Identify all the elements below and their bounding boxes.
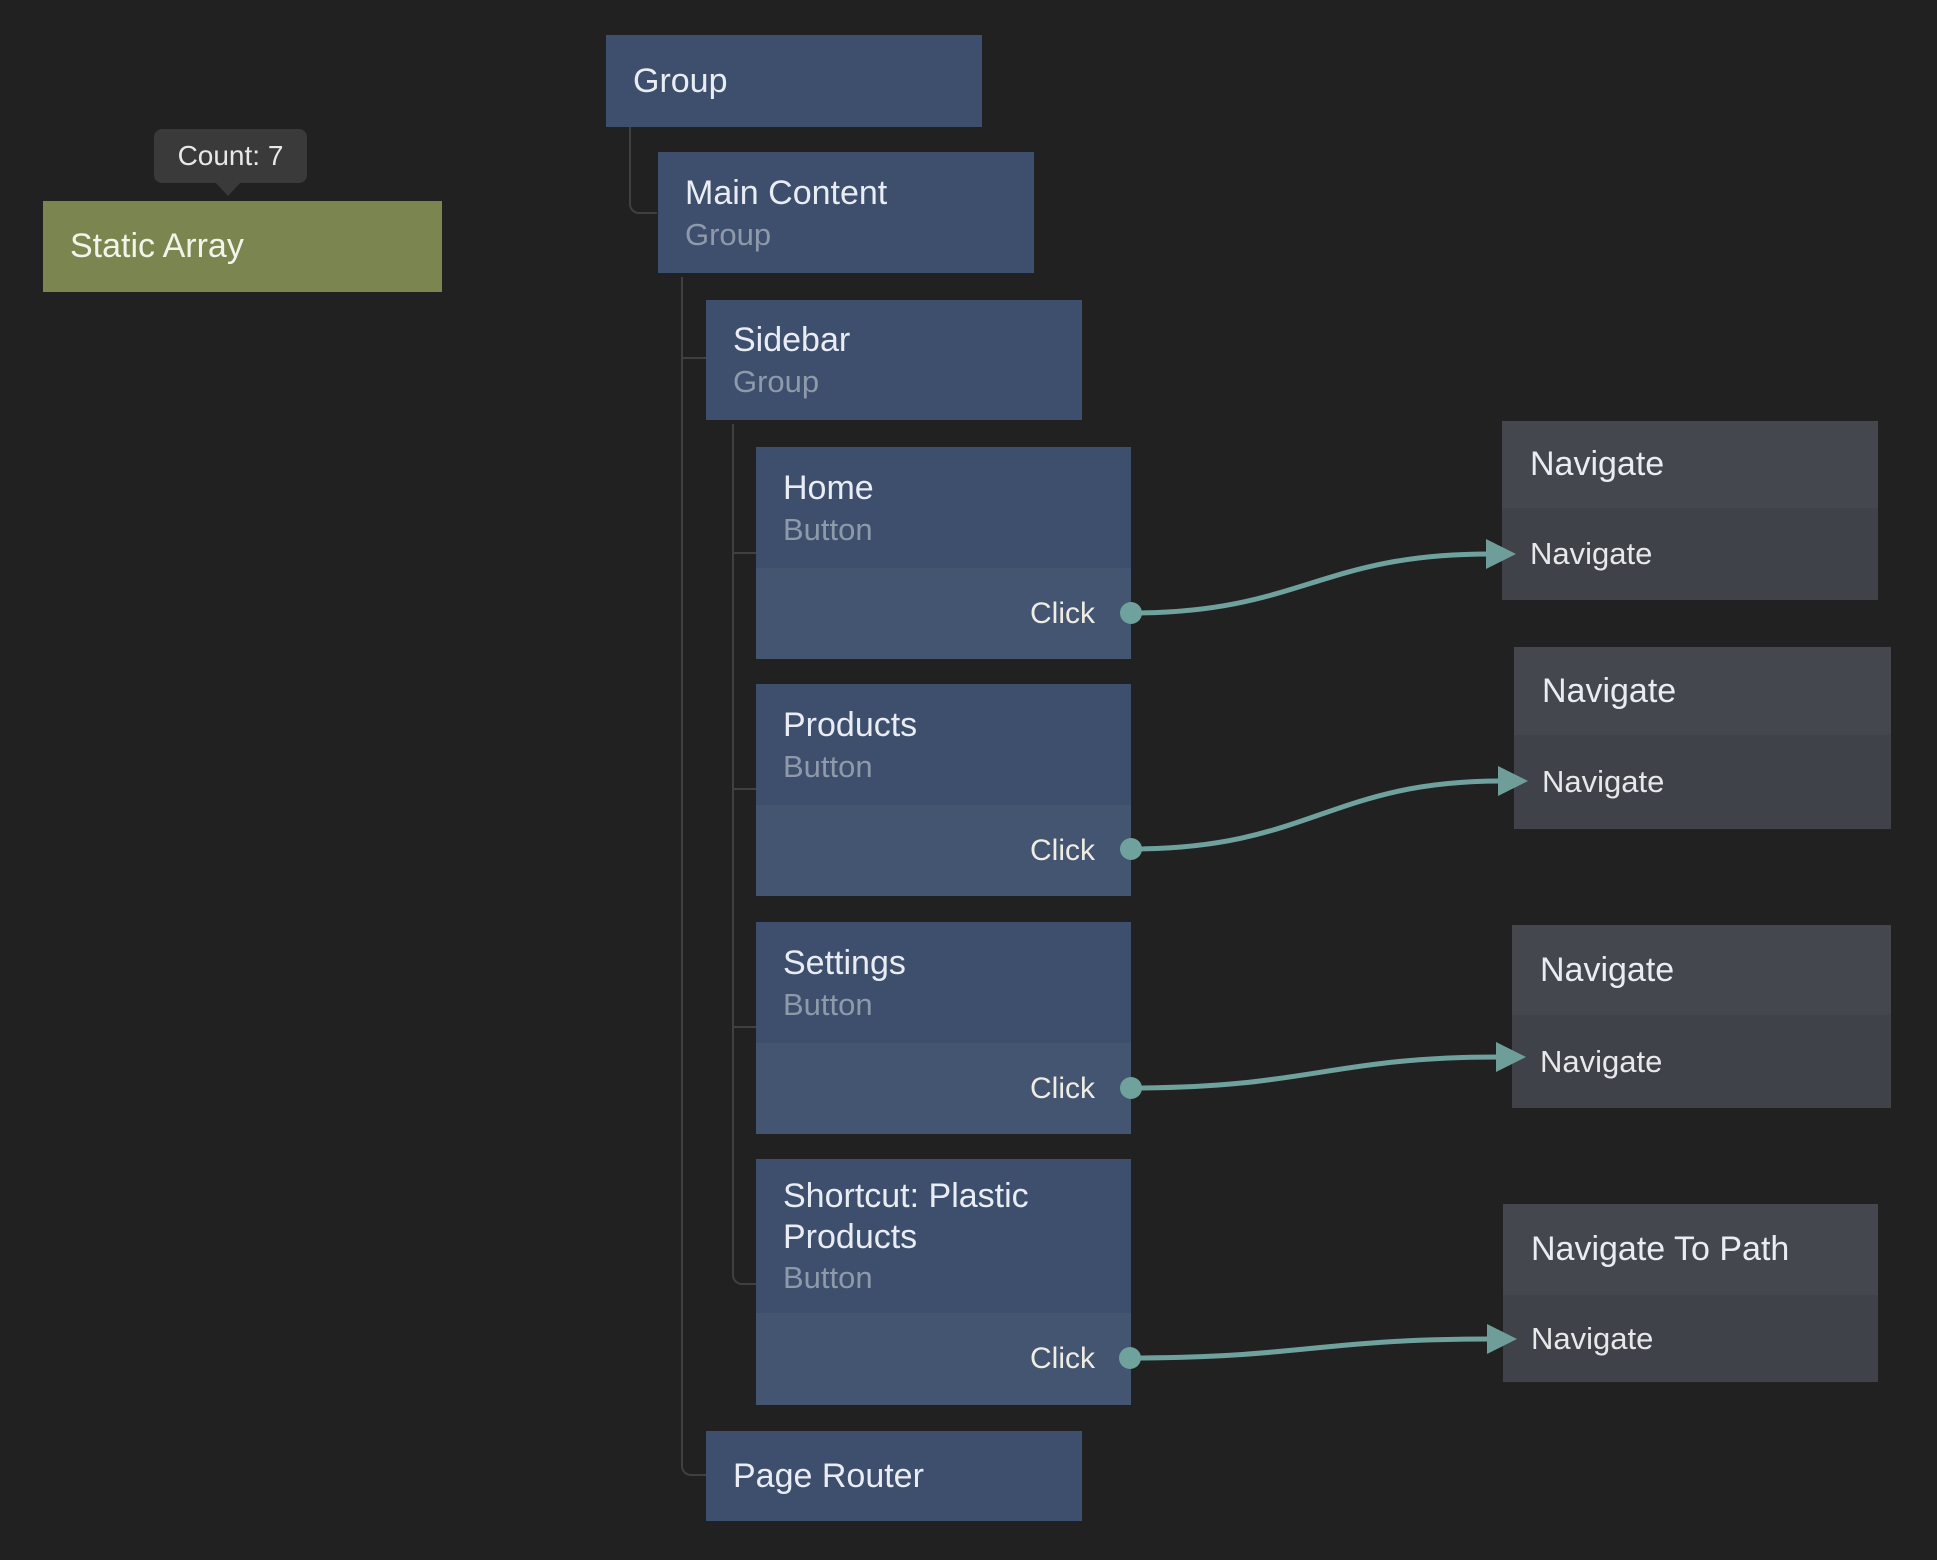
count-tooltip: Count: 7	[154, 129, 307, 183]
tree-line-sidebar-children	[732, 424, 760, 1285]
node-title: Home	[783, 468, 874, 507]
node-type-label: Button	[783, 748, 873, 784]
output-port-click-label: Click	[1030, 596, 1095, 630]
node-title: Settings	[783, 943, 906, 982]
tree-line-main-content-children	[681, 277, 709, 1476]
output-port-click-label: Click	[1030, 833, 1095, 867]
node-type-label: Group	[685, 216, 772, 252]
connection-wire-products-navigate[interactable]	[1128, 778, 1504, 852]
node-main-content[interactable]: Main Content Group	[658, 152, 1034, 273]
node-ports-section: Click	[756, 1043, 1131, 1134]
node-navigate-3[interactable]: Navigate Navigate	[1512, 925, 1891, 1108]
node-shortcut-plastic-products-button[interactable]: Shortcut: Plastic Products Button Click	[756, 1159, 1131, 1405]
count-tooltip-text: Count: 7	[177, 140, 284, 171]
tree-tick-home	[734, 552, 756, 554]
node-title: Page Router	[733, 1456, 924, 1495]
node-type-label: Button	[783, 1260, 873, 1296]
node-title: Static Array	[70, 227, 244, 266]
connection-wire-home-navigate[interactable]	[1128, 551, 1492, 616]
node-ports-section: Click	[756, 1313, 1131, 1405]
connection-wire-settings-navigate[interactable]	[1128, 1054, 1502, 1091]
node-ports-section: Navigate	[1502, 508, 1878, 600]
input-port-navigate-label: Navigate	[1531, 1320, 1654, 1356]
node-title: Navigate	[1540, 950, 1675, 989]
input-port-navigate-label: Navigate	[1530, 536, 1653, 571]
output-port-click-label: Click	[1030, 1071, 1095, 1105]
node-title: Shortcut: Plastic Products	[783, 1176, 1029, 1256]
node-ports-section: Click	[756, 568, 1131, 659]
count-tooltip-caret	[215, 182, 241, 196]
node-title: Navigate To Path	[1531, 1230, 1790, 1269]
node-ports-section: Navigate	[1503, 1295, 1878, 1382]
node-type-label: Button	[783, 511, 873, 547]
node-title: Navigate	[1542, 671, 1677, 710]
node-settings-button[interactable]: Settings Button Click	[756, 922, 1131, 1134]
node-type-label: Group	[733, 364, 820, 400]
node-ports-section: Navigate	[1514, 735, 1891, 829]
node-sidebar[interactable]: Sidebar Group	[706, 300, 1082, 420]
tree-tick-sidebar	[683, 357, 706, 359]
node-ports-section: Click	[756, 805, 1131, 896]
node-title: Group	[633, 61, 728, 100]
connection-wire-shortcut-navigate[interactable]	[1127, 1336, 1493, 1361]
node-type-label: Button	[783, 986, 873, 1022]
node-products-button[interactable]: Products Button Click	[756, 684, 1131, 896]
node-title: Products	[783, 705, 918, 744]
input-port-navigate-label: Navigate	[1542, 764, 1665, 799]
node-group[interactable]: Group	[606, 35, 982, 127]
tree-tick-products	[734, 788, 756, 790]
node-page-router[interactable]: Page Router	[706, 1431, 1082, 1521]
input-port-navigate-label: Navigate	[1540, 1043, 1663, 1079]
node-title: Main Content	[685, 173, 888, 212]
node-navigate-2[interactable]: Navigate Navigate	[1514, 647, 1891, 829]
node-title: Navigate	[1530, 445, 1665, 484]
tree-tick-settings	[734, 1026, 756, 1028]
node-navigate-to-path[interactable]: Navigate To Path Navigate	[1503, 1204, 1878, 1382]
tree-line-group-children	[629, 127, 657, 214]
node-ports-section: Navigate	[1512, 1015, 1891, 1108]
node-home-button[interactable]: Home Button Click	[756, 447, 1131, 659]
node-title: Sidebar	[733, 321, 851, 360]
node-static-array[interactable]: Static Array	[43, 201, 442, 292]
node-navigate-1[interactable]: Navigate Navigate	[1502, 421, 1878, 600]
output-port-click-label: Click	[1030, 1342, 1095, 1375]
